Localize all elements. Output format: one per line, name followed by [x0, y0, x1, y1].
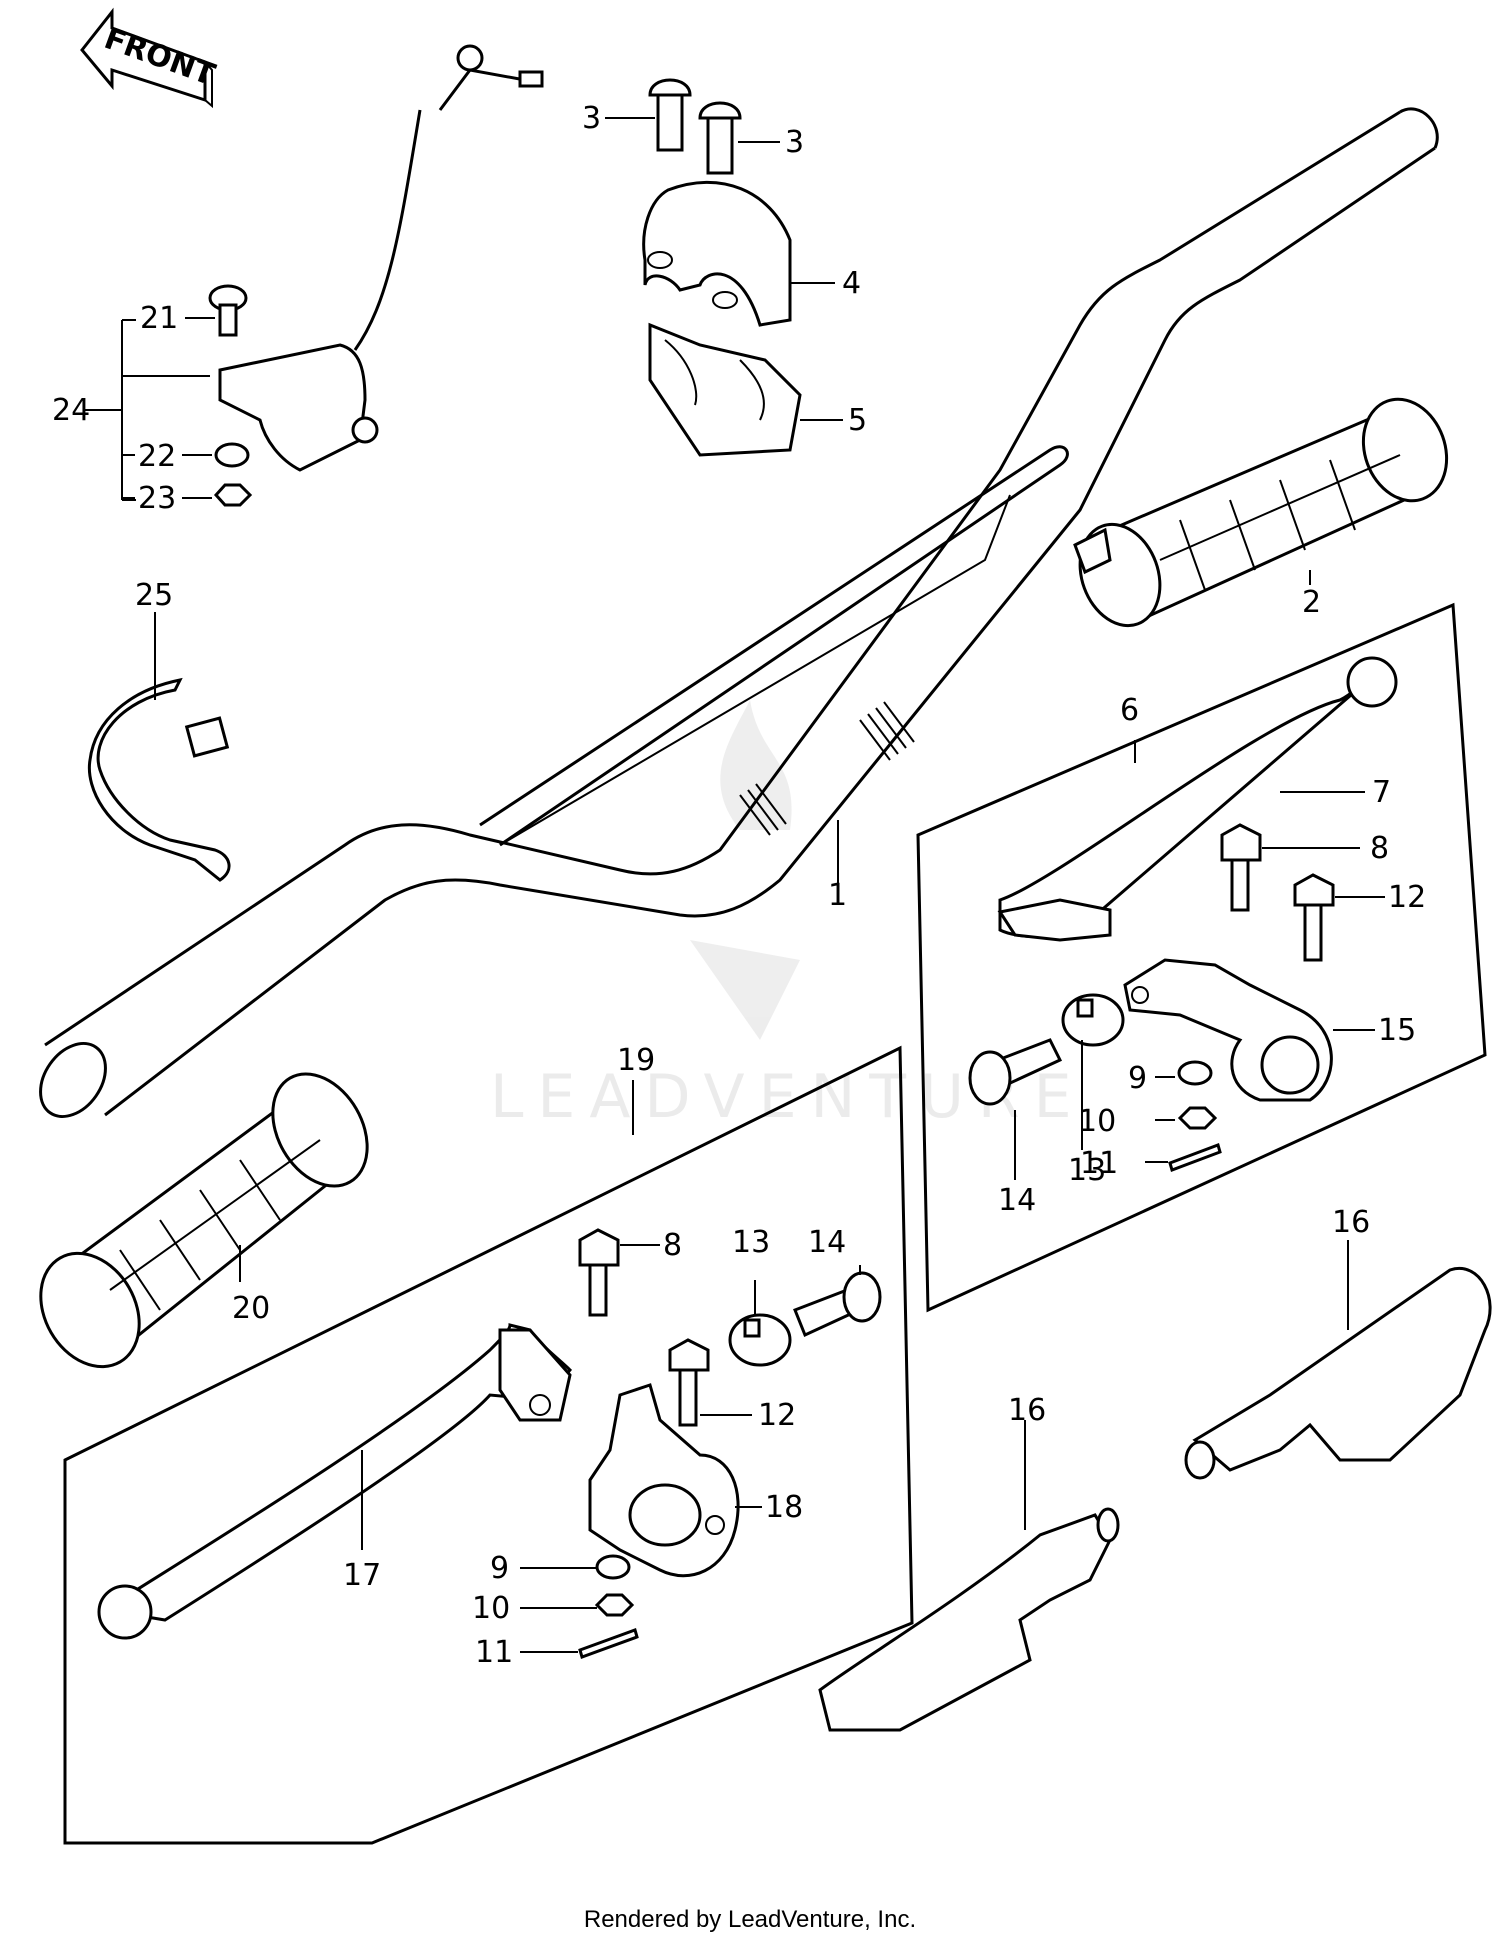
adjuster-bolt-14-right — [968, 1038, 1063, 1106]
handlebar-holder-lower-part — [648, 322, 802, 457]
callout-labels: 3 3 4 5 2 1 6 7 8 12 15 9 10 11 13 14 16… — [52, 101, 1426, 1670]
callout-15: 15 — [1378, 1013, 1416, 1048]
callout-24: 24 — [52, 393, 90, 428]
callout-2: 2 — [1302, 585, 1321, 620]
callout-20: 20 — [232, 1291, 270, 1326]
callout-17: 17 — [343, 1558, 381, 1593]
screw-3-right — [698, 101, 742, 175]
handlebar-part — [39, 107, 1439, 1118]
callout-22: 22 — [138, 439, 176, 474]
callout-3-left: 3 — [582, 101, 601, 136]
cotter-pin-11-right — [1168, 1143, 1222, 1172]
engine-stop-switch-part — [218, 44, 544, 472]
callout-11-right: 11 — [1080, 1146, 1118, 1181]
washer-9-right — [1177, 1060, 1213, 1086]
callout-19: 19 — [617, 1043, 655, 1078]
handlebar-holder-upper-part — [642, 180, 792, 327]
front-arrow-icon: FRONT — [80, 7, 220, 109]
callout-18: 18 — [765, 1490, 803, 1525]
cotter-pin-11-left — [578, 1628, 639, 1659]
callout-6: 6 — [1120, 693, 1139, 728]
callout-4: 4 — [842, 266, 861, 301]
lever-17-part — [97, 1323, 573, 1640]
washer-22 — [214, 442, 250, 468]
screw-21 — [208, 284, 248, 337]
callout-10-left: 10 — [472, 1591, 510, 1626]
lever-holder-18-part — [588, 1383, 740, 1578]
leader-lines — [84, 117, 1385, 1653]
callout-14-right: 14 — [998, 1183, 1036, 1218]
cable-band-part — [87, 677, 231, 882]
nut-10-right — [1177, 1106, 1218, 1130]
callout-11-left: 11 — [475, 1635, 513, 1670]
callout-25: 25 — [135, 578, 173, 613]
callout-21: 21 — [140, 301, 178, 336]
callout-10-right: 10 — [1078, 1104, 1116, 1139]
bolt-8-right — [1220, 823, 1262, 912]
callout-8-right: 8 — [1370, 831, 1389, 866]
nut-23 — [213, 483, 253, 507]
callout-13-left: 13 — [732, 1225, 770, 1260]
callout-7: 7 — [1372, 775, 1391, 810]
bolt-12-left — [668, 1338, 710, 1427]
lever-7-part — [997, 656, 1398, 942]
lever-cover-16-left — [818, 1507, 1120, 1732]
adjuster-nut-13-right — [1061, 993, 1125, 1047]
callout-12-right: 12 — [1388, 880, 1426, 915]
clutch-lever-assembly-box — [916, 602, 1487, 1313]
left-grip-part — [39, 1072, 369, 1369]
brake-lever-assembly-box — [63, 1045, 914, 1845]
nut-10-left — [594, 1593, 635, 1617]
washer-9-left — [595, 1554, 631, 1580]
callout-16-right: 16 — [1332, 1205, 1370, 1240]
bolt-8-left — [578, 1228, 620, 1317]
callout-8-left: 8 — [663, 1228, 682, 1263]
rendered-by-footer: Rendered by LeadVenture, Inc. — [583, 1906, 917, 1933]
callout-3-right: 3 — [785, 125, 804, 160]
adjuster-bolt-14-left — [793, 1271, 882, 1338]
lever-cover-16-right — [1184, 1266, 1492, 1480]
callout-5: 5 — [848, 403, 867, 438]
callout-9-right: 9 — [1128, 1061, 1147, 1096]
callout-1: 1 — [828, 878, 847, 913]
callout-16-left: 16 — [1008, 1393, 1046, 1428]
callout-9-left: 9 — [490, 1551, 509, 1586]
callout-14-left: 14 — [808, 1225, 846, 1260]
callout-13-right: 13 — [1068, 1153, 1106, 1188]
adjuster-nut-13-left — [728, 1313, 792, 1367]
right-grip-part — [1073, 397, 1449, 628]
screw-3-left — [648, 78, 692, 152]
lever-holder-15-part — [1123, 958, 1333, 1102]
callout-23: 23 — [138, 481, 176, 516]
callout-12-left: 12 — [758, 1398, 796, 1433]
bolt-12-right — [1293, 873, 1335, 962]
